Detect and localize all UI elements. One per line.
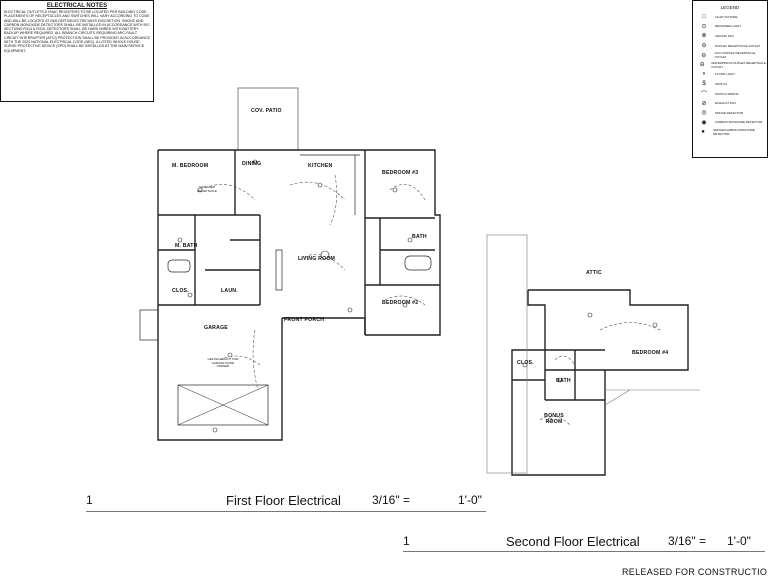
legend-item: ⌒ SWITCH WIRING <box>693 89 767 99</box>
legend-item: ⊘ EXHAUST FAN <box>693 98 767 108</box>
legend-item: ◉ CARBON MONOXIDE DETECTOR <box>693 118 767 128</box>
waterproof-outlet-icon: ⊖ <box>699 62 705 69</box>
room-label-garage: GARAGE <box>204 325 228 331</box>
room-label-master-bedroom: M. BEDROOM <box>172 163 209 169</box>
switch-wiring-icon: ⌒ <box>700 92 707 99</box>
legend-label: WATERPROOF DUPLEX RECEPTACLE OUTLET <box>711 60 766 69</box>
second-floor-wiring <box>539 322 661 426</box>
ceiling-fan-icon: ⊗ <box>701 33 707 40</box>
electrical-notes-box: ELECTRICAL NOTES ELECTRICAL OUTLETS & HV… <box>0 0 154 102</box>
room-label-closet: CLOS. <box>172 288 189 294</box>
legend-item: ⊖ WATERPROOF DUPLEX RECEPTACLE OUTLET <box>693 60 767 70</box>
legend-title: LEGEND <box>720 5 740 10</box>
first-floor-caption-underline <box>86 511 486 512</box>
electrical-notes-body: ELECTRICAL OUTLETS & HVAC REGISTERS TO B… <box>4 10 150 53</box>
legend-list: □ LIGHT FIXTURE ⊙ RECESSED LIGHT ⊗ CEILING … <box>693 12 767 137</box>
fixture-symbols <box>177 159 413 433</box>
legend-label: EXHAUST FAN <box>715 101 736 106</box>
first-floor-caption-scale-value: 1'-0" <box>458 493 482 507</box>
legend-label: LIGHT FIXTURE <box>715 14 738 19</box>
bedroom-outlet-note: SWITCHED RECEPTACLE <box>197 185 217 193</box>
room-label-bath-2: BATH <box>556 378 571 384</box>
legend-item: ● SMOKE/CARBON MONOXIDE DETECTOR <box>693 127 767 137</box>
second-floor-caption-underline <box>403 551 765 552</box>
room-label-laundry: LAUN. <box>221 288 238 294</box>
flood-light-icon: ◗ <box>702 71 706 78</box>
second-floor-caption-scale: 3/16" = <box>668 534 706 548</box>
legend-item: ⊗ CEILING FAN <box>693 31 767 41</box>
second-floor-fixtures <box>522 312 658 423</box>
legend-item: □ LIGHT FIXTURE <box>693 12 767 22</box>
legend-label: RECESSED LIGHT <box>715 24 742 29</box>
smoke-detector-icon: ◎ <box>701 110 707 117</box>
legend-label: CARBON MONOXIDE DETECTOR <box>715 120 763 125</box>
second-floor-caption-scale-value: 1'-0" <box>727 534 751 548</box>
legend-label: SWITCH WIRING <box>715 91 739 96</box>
room-label-bedroom4: BEDROOM #4 <box>632 350 669 356</box>
room-label-front-porch: FRONT PORCH <box>284 317 325 323</box>
co-detector-icon: ◉ <box>701 119 707 126</box>
room-label-attic: ATTIC <box>586 270 602 276</box>
legend-label: FLOOD LIGHT <box>715 72 736 77</box>
room-label-master-bath: M. BATH <box>175 243 198 249</box>
second-floor-walls <box>511 289 689 476</box>
first-floor-caption-number: 1 <box>86 493 93 507</box>
legend-label: SMOKE/CARBON MONOXIDE DETECTOR <box>713 127 755 136</box>
first-floor-walls <box>139 87 441 441</box>
legend-label: DUPLEX RECEPTACLE OUTLET <box>715 43 761 48</box>
legend-label: SMOKE DETECTOR <box>715 110 744 115</box>
switch-icon: $ <box>702 80 706 87</box>
electrical-notes-title: ELECTRICAL NOTES <box>46 3 108 9</box>
room-label-bonus-room: BONUS ROOM <box>544 413 564 425</box>
switch-wiring <box>199 174 426 391</box>
garage-door-note: CEILING MOUNT FOR GARAGE DOOR OPENER <box>207 357 239 369</box>
legend-item: $ SWITCH <box>693 79 767 89</box>
first-floor-caption-scale: 3/16" = <box>372 493 410 507</box>
legend-item: ◎ SMOKE DETECTOR <box>693 108 767 118</box>
room-label-kitchen: KITCHEN <box>308 163 333 169</box>
legend-label: GFCI DUPLEX RECEPTACLE OUTLET <box>714 51 756 60</box>
duplex-outlet-icon: ⊖ <box>701 43 707 50</box>
recessed-light-icon: ⊙ <box>701 23 707 30</box>
second-floor-caption-number: 1 <box>403 534 410 548</box>
first-floor-caption-title: First Floor Electrical <box>226 493 341 508</box>
exhaust-fan-icon: ⊘ <box>701 100 707 107</box>
smoke-co-detector-icon: ● <box>701 128 705 135</box>
second-floor-caption-title: Second Floor Electrical <box>506 534 640 549</box>
legend-label: CEILING FAN <box>715 33 734 38</box>
light-fixture-icon: □ <box>702 13 706 20</box>
room-label-living-room: LIVING ROOM <box>298 256 336 262</box>
room-label-cov-patio: COV. PATIO <box>251 108 282 114</box>
legend-item: ⊖ DUPLEX RECEPTACLE OUTLET <box>693 41 767 51</box>
room-label-bedroom2: BEDROOM #2 <box>382 300 419 306</box>
room-label-bedroom3: BEDROOM #3 <box>382 170 419 176</box>
gfci-outlet-icon: ⊖ <box>701 52 707 59</box>
room-label-bath: BATH <box>412 234 427 240</box>
room-label-dining: DINING <box>242 161 262 167</box>
second-floor-outline <box>486 234 700 474</box>
release-status: RELEASED FOR CONSTRUCTION <box>622 567 768 577</box>
legend-item: ⊖ GFCI DUPLEX RECEPTACLE OUTLET <box>693 50 767 60</box>
legend-item: ⊙ RECESSED LIGHT <box>693 22 767 32</box>
legend-label: SWITCH <box>715 81 727 86</box>
legend-item: ◗ FLOOD LIGHT <box>693 70 767 80</box>
room-label-closet-2: CLOS. <box>517 360 534 366</box>
